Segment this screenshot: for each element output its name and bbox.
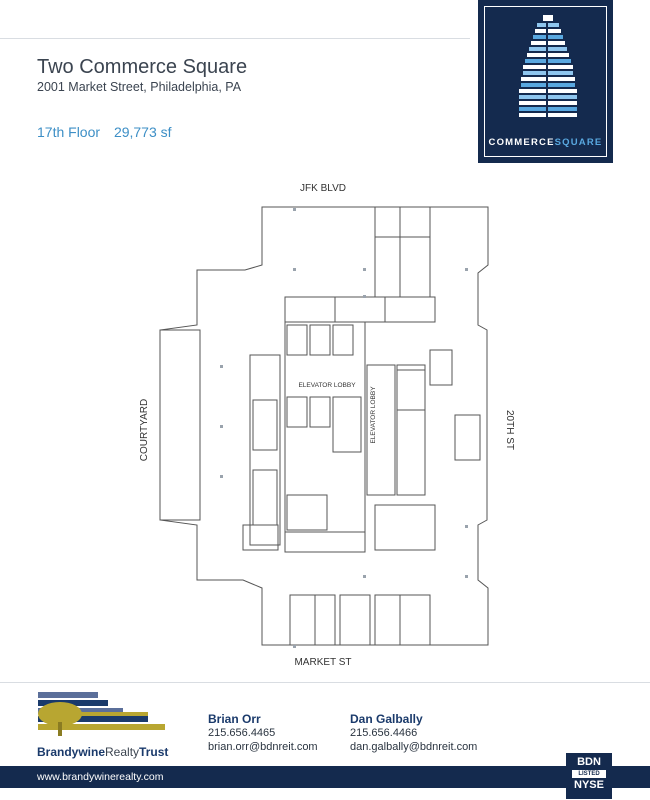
logo-frame: COMMERCESQUARE (484, 6, 607, 157)
footer-divider (0, 682, 650, 683)
plan-label-east: 20TH ST (504, 410, 515, 450)
floor-area: 29,773 sf (113, 124, 172, 140)
contact-name: Brian Orr (208, 712, 261, 726)
header-divider (0, 38, 470, 39)
floor-info: 17th Floor 29,773 sf (37, 124, 172, 140)
plan-label-west: COURTYARD (139, 399, 150, 461)
logo-word-square: SQUARE (554, 137, 603, 148)
plan-label-north: JFK BLVD (300, 183, 346, 194)
contact-email[interactable]: brian.orr@bdnreit.com (208, 741, 318, 753)
commerce-square-logo: COMMERCESQUARE (478, 0, 613, 163)
floor-label: 17th Floor (37, 124, 101, 140)
nyse-badge: BDN LISTED NYSE (566, 753, 612, 799)
building-name: Two Commerce Square (37, 56, 248, 78)
elevator-lobby-horizontal: ELEVATOR LOBBY (298, 382, 356, 389)
footer-bar: www.brandywinerealty.com (0, 766, 650, 788)
elevator-lobby-vertical: ELEVATOR LOBBY (370, 386, 377, 444)
logo-wordmark: COMMERCESQUARE (485, 137, 606, 148)
company-name-part3: Trust (139, 745, 169, 759)
logo-word-commerce: COMMERCE (488, 137, 555, 148)
tower-icon (519, 15, 577, 117)
website-link[interactable]: www.brandywinerealty.com (37, 771, 164, 783)
ticker-listed: LISTED (572, 770, 606, 778)
company-name-part2: Realty (105, 745, 140, 759)
building-address: 2001 Market Street, Philadelphia, PA (37, 80, 242, 94)
contact-phone[interactable]: 215.656.4465 (208, 727, 276, 739)
contact-phone[interactable]: 215.656.4466 (350, 727, 418, 739)
ticker-symbol: BDN (577, 756, 601, 768)
floor-plan: JFK BLVD MARKET ST COURTYARD 20TH ST ELE… (139, 183, 515, 668)
company-name: BrandywineRealtyTrust (37, 745, 168, 759)
contact-brian: Brian Orr 215.656.4465 brian.orr@bdnreit… (208, 712, 318, 754)
company-name-part1: Brandywine (37, 745, 106, 759)
contact-email[interactable]: dan.galbally@bdnreit.com (350, 741, 478, 753)
plan-label-south: MARKET ST (294, 657, 351, 668)
contact-name: Dan Galbally (350, 712, 423, 726)
brandywine-logo-icon (38, 692, 165, 736)
contact-dan: Dan Galbally 215.656.4466 dan.galbally@b… (350, 712, 477, 754)
ticker-exchange: NYSE (574, 779, 604, 791)
plan-outline (159, 206, 489, 646)
